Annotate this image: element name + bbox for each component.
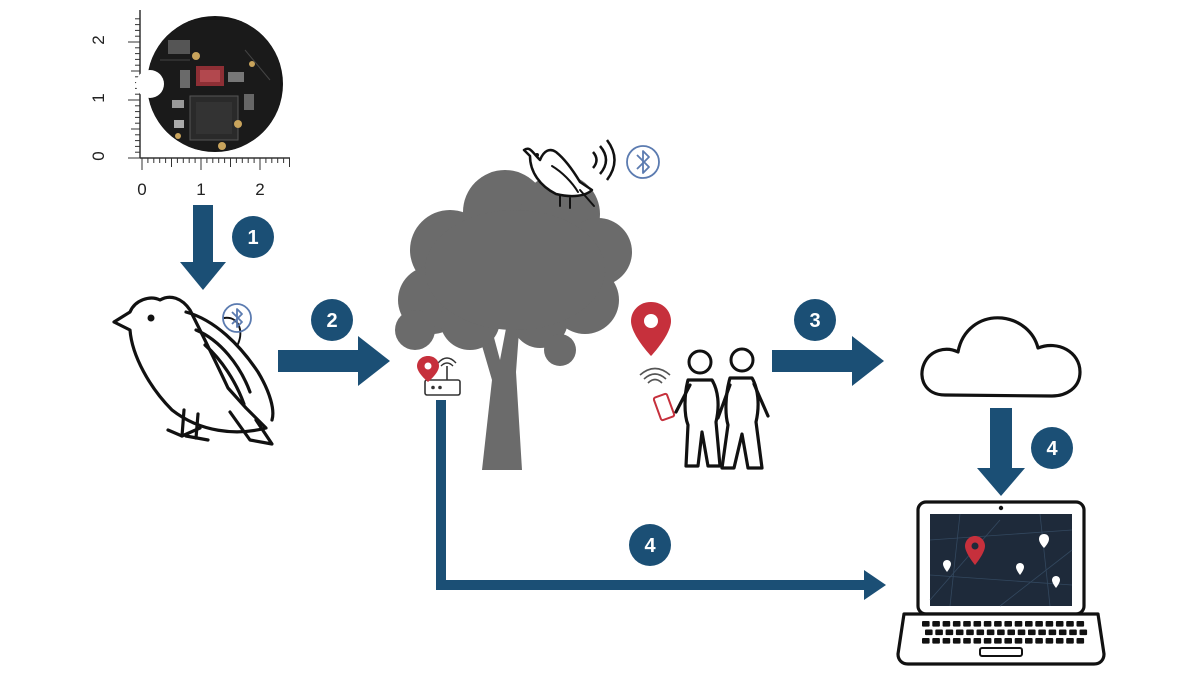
bird-on-tree-icon [522,147,595,209]
ruler-v-label-2: 2 [89,35,108,44]
ruler-h-label-2: 2 [255,180,264,199]
badge-step-2: 2 [311,299,353,341]
smartphone-icon [652,392,676,422]
bluetooth-icon [626,145,660,179]
cloud-icon [920,316,1082,398]
badge-step-4-cloud: 4 [1031,427,1073,469]
laptop-map-icon [896,500,1106,666]
arrow-step-4-cloud [977,408,1025,496]
badge-step-3: 3 [794,299,836,341]
signal-waves-icon [592,139,616,181]
badge-step-2-text: 2 [326,310,337,332]
arrow-step-1 [180,205,226,290]
signal-waves-icon [639,367,671,384]
ruler-h-label-0: 0 [137,180,146,199]
location-pin-icon [631,302,671,356]
wifi-router-icon [424,357,461,396]
arrow-step-2 [278,336,390,386]
badge-step-4-direct: 4 [629,524,671,566]
badge-step-4-cloud-text: 4 [1046,438,1058,460]
arrow-step-4-direct [436,400,886,600]
arrow-step-3 [772,336,884,386]
badge-step-4-direct-text: 4 [644,535,656,557]
ruler: 2 1 0 0 1 2 [89,10,290,199]
circuit-board-photo [136,16,283,152]
badge-step-3-text: 3 [809,310,820,332]
ruler-v-label-1: 1 [89,93,108,102]
ruler-h-label-1: 1 [196,180,205,199]
badge-step-1: 1 [232,216,274,258]
location-pin-icon [417,356,439,382]
bluetooth-icon [222,303,252,333]
badge-step-1-text: 1 [247,227,258,249]
ruler-v-label-0: 0 [89,151,108,160]
walking-people-icon [674,347,770,470]
tree-silhouette-icon [395,170,632,470]
bird-outline-icon [112,295,275,446]
